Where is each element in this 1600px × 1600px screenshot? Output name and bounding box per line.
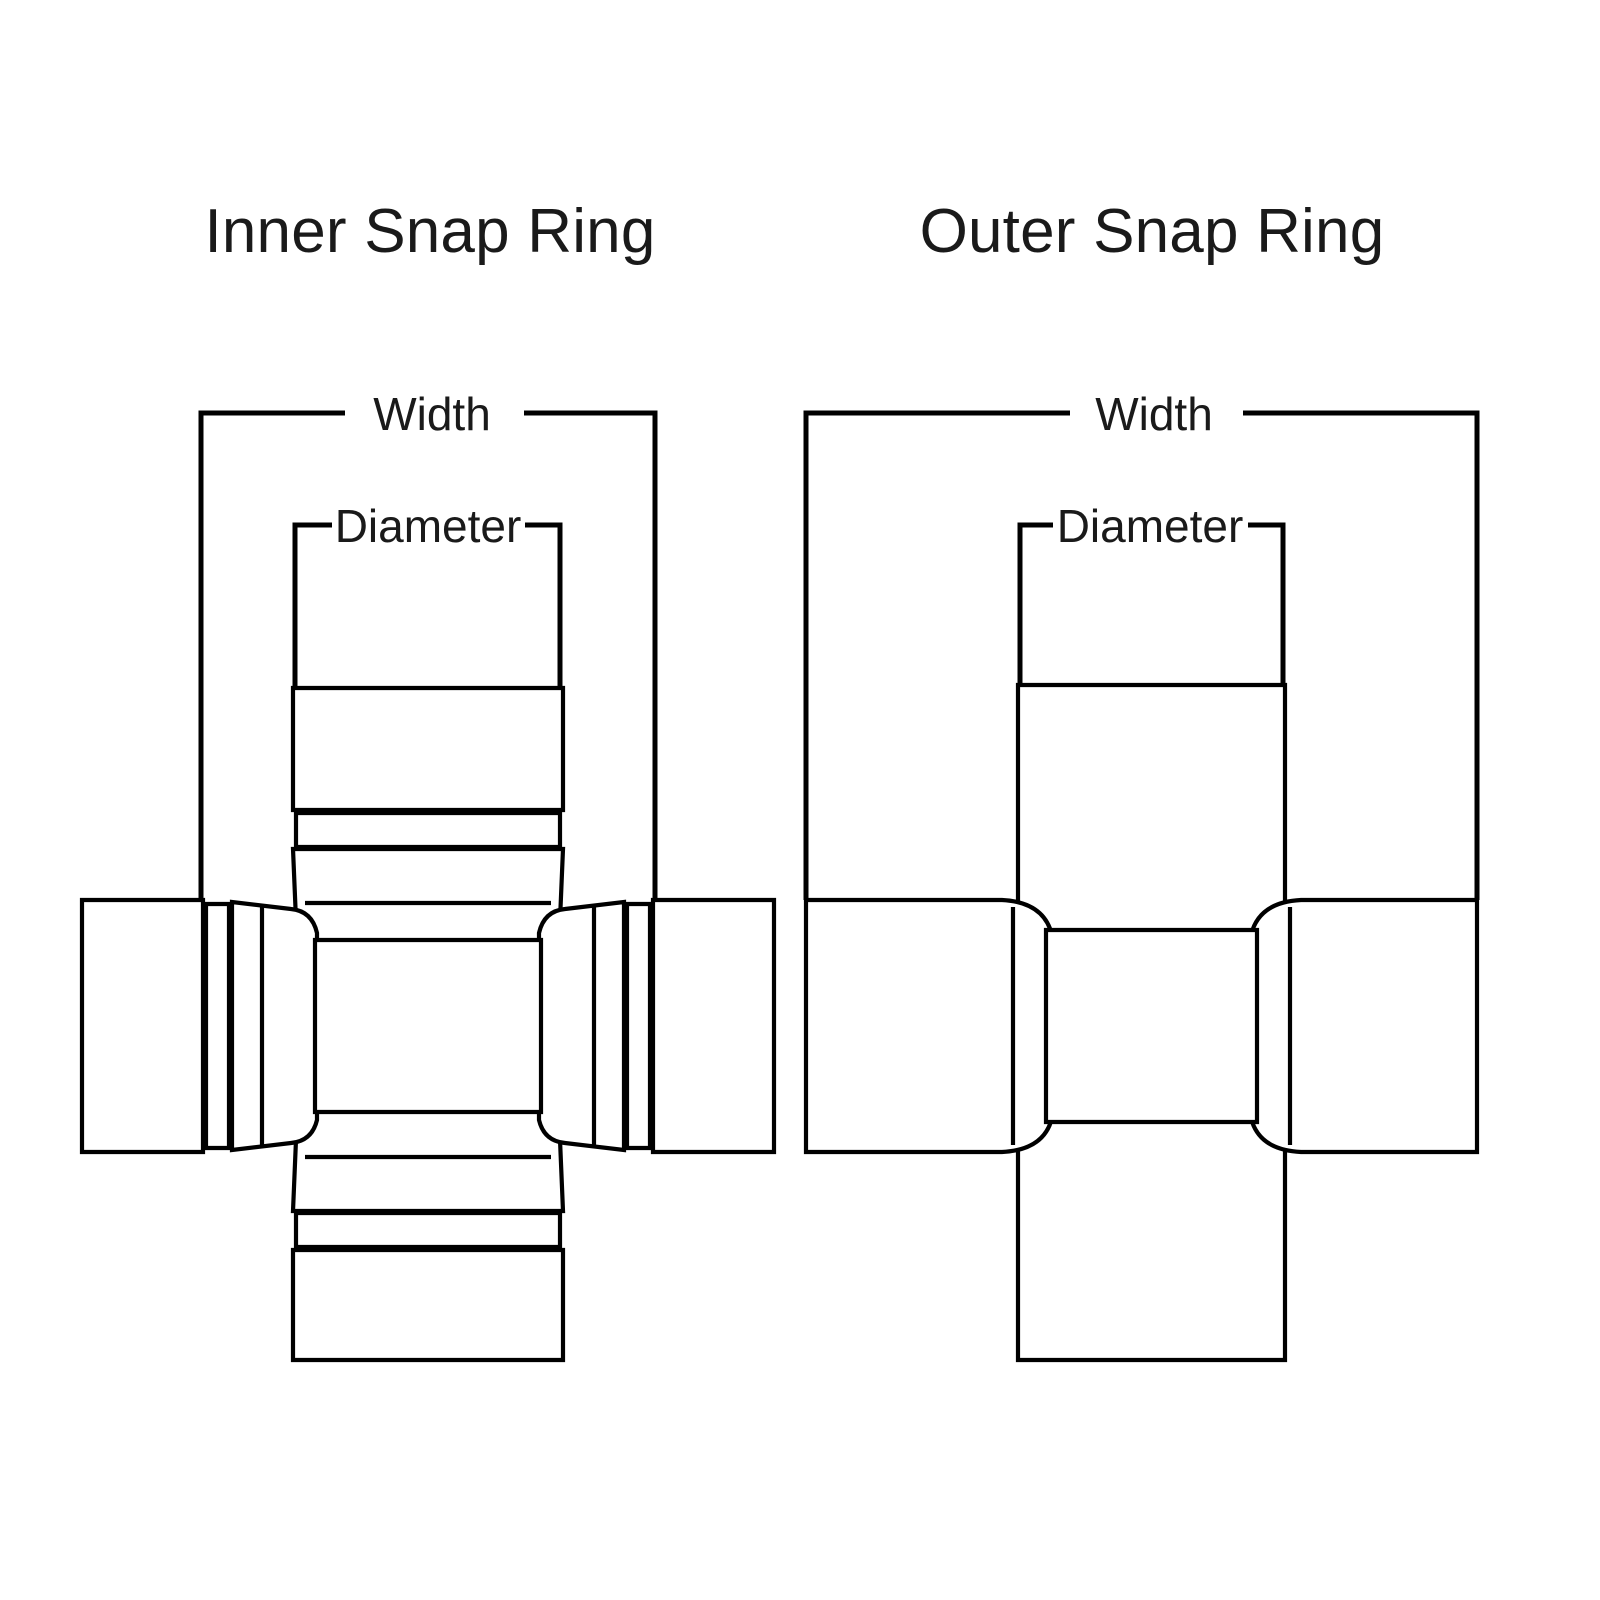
diameter-dimension-inner: Diameter: [292, 500, 563, 697]
width-bracket-right-arm-outer: [1243, 410, 1480, 900]
diameter-dimension-outer: Diameter: [1017, 500, 1286, 690]
width-label-outer: Width: [1095, 388, 1213, 440]
right-snap-ring-band-inner: [624, 901, 653, 1151]
top-snap-ring-band-inner: [293, 810, 563, 850]
left-snap-ring-band-inner: [203, 901, 232, 1151]
right-tapered-shoulder-inner: [536, 899, 627, 1153]
width-dimension-inner: Width: [198, 388, 658, 900]
diameter-label-inner: Diameter: [335, 500, 522, 552]
diameter-label-outer: Diameter: [1057, 500, 1244, 552]
panel-outer-snap-ring: Outer Snap Ring Width Diameter: [803, 197, 1480, 1363]
width-dimension-outer: Width: [803, 388, 1480, 900]
left-tapered-shoulder-inner: [229, 899, 320, 1153]
diameter-bracket-right-arm-outer: [1248, 522, 1286, 690]
bottom-snap-ring-band-inner: [293, 1210, 563, 1250]
panel-title-outer-snap-ring: Outer Snap Ring: [920, 197, 1385, 266]
right-bearing-cap-body-inner: [650, 897, 777, 1155]
width-bracket-right-arm-inner: [524, 410, 658, 900]
width-bracket-left-arm-outer: [803, 410, 1070, 900]
bottom-bearing-cap-body-inner: [290, 1247, 566, 1363]
diameter-bracket-left-arm-inner: [292, 522, 332, 697]
diameter-bracket-left-arm-outer: [1017, 522, 1053, 690]
width-label-inner: Width: [373, 388, 491, 440]
width-bracket-left-arm-inner: [198, 410, 345, 900]
panel-inner-snap-ring: Inner Snap Ring Width Diameter: [79, 197, 777, 1363]
top-bearing-cap-body-inner: [290, 685, 566, 813]
center-cross-body-outer: [1043, 927, 1260, 1125]
panel-title-inner-snap-ring: Inner Snap Ring: [204, 197, 655, 266]
center-cross-body-inner: [312, 937, 544, 1115]
diameter-bracket-right-arm-inner: [525, 522, 563, 697]
left-bearing-cap-body-inner: [79, 897, 206, 1155]
right-bearing-cap-body-outer: [1248, 897, 1480, 1155]
